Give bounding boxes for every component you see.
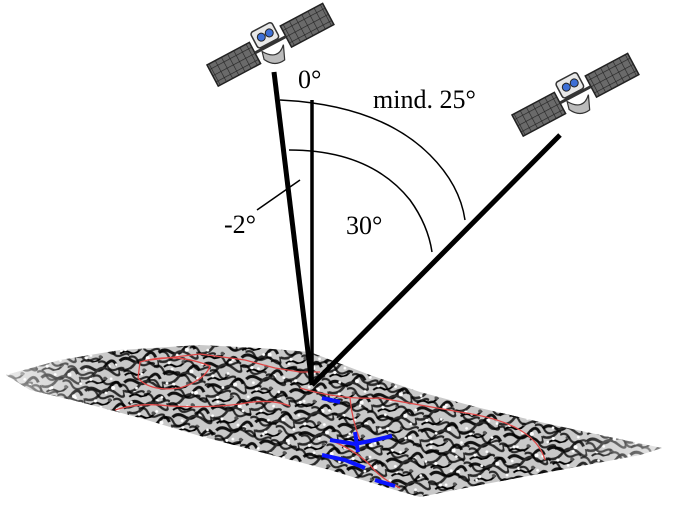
zenith-label: 0° bbox=[298, 65, 321, 94]
angle-arcs bbox=[279, 99, 466, 253]
tilt-leader-line bbox=[256, 179, 301, 211]
sight-lines bbox=[256, 71, 562, 387]
elevation-line bbox=[310, 133, 562, 387]
satellite-icon bbox=[510, 52, 640, 138]
tilt-label: -2° bbox=[224, 210, 256, 239]
water-features bbox=[321, 396, 396, 488]
satellite-icon bbox=[205, 2, 335, 88]
arc-outer bbox=[279, 99, 466, 221]
tilted-line bbox=[271, 71, 315, 386]
angle-30-label: 30° bbox=[346, 211, 382, 240]
region-boundaries bbox=[114, 353, 546, 489]
min-angle-label: mind. 25° bbox=[373, 85, 476, 114]
terrain-surface bbox=[6, 345, 662, 497]
arc-inner bbox=[288, 149, 433, 253]
